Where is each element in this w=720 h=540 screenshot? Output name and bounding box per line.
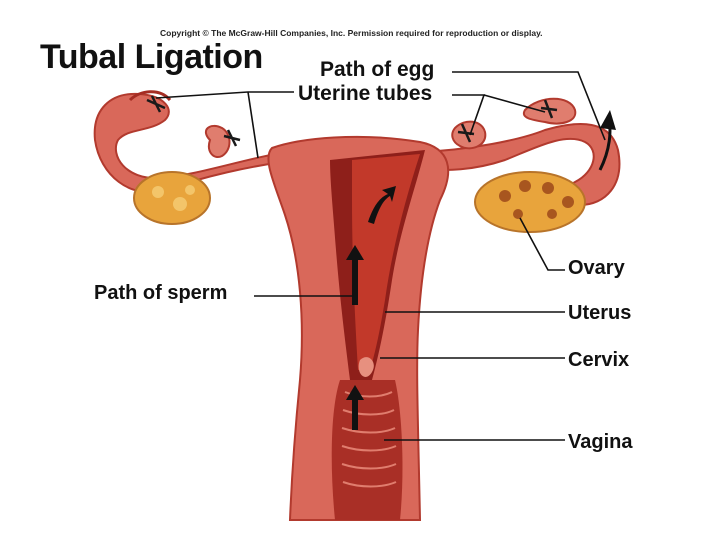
left-ovary: [134, 172, 210, 224]
copyright-notice: Copyright © The McGraw-Hill Companies, I…: [160, 28, 543, 38]
label-uterine-tubes: Uterine tubes: [298, 82, 432, 106]
right-ovary: [475, 172, 585, 232]
label-uterus: Uterus: [568, 302, 631, 325]
cervix-vagina: [332, 357, 403, 520]
label-path-of-sperm: Path of sperm: [94, 282, 227, 305]
left-uterine-tube: [95, 92, 300, 192]
label-cervix: Cervix: [568, 349, 629, 372]
page-title: Tubal Ligation: [40, 38, 263, 77]
label-vagina: Vagina: [568, 431, 632, 454]
label-ovary: Ovary: [568, 257, 625, 280]
label-path-of-egg: Path of egg: [320, 58, 434, 82]
